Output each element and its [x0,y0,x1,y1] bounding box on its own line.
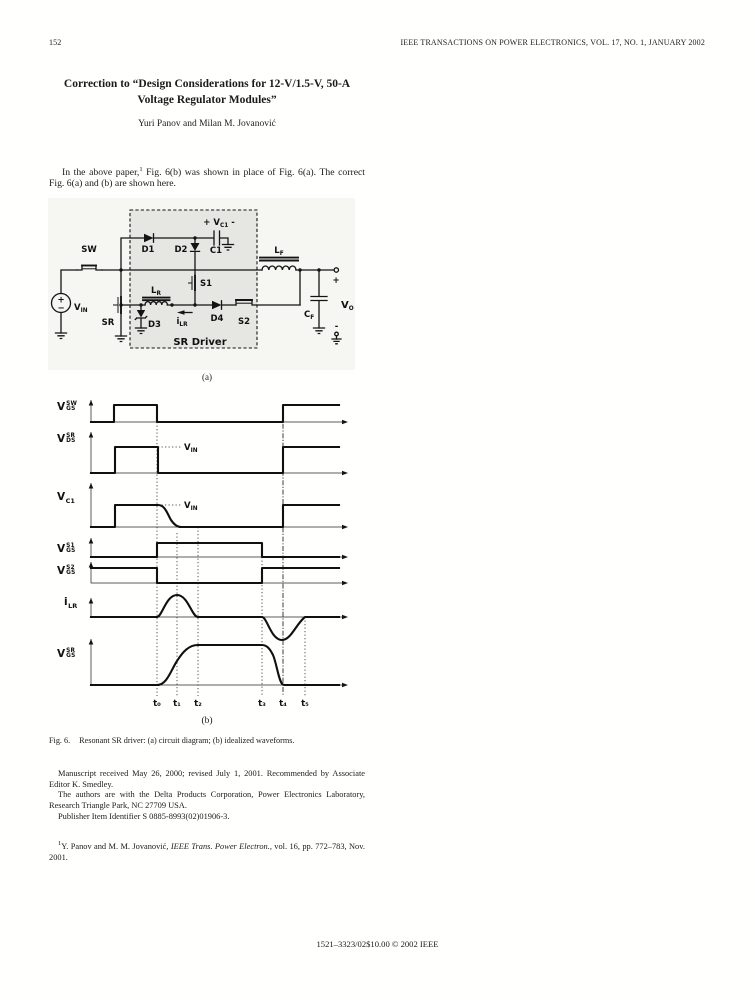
sr-driver-label: SR Driver [173,337,226,348]
figure-caption-label: Fig. 6. [49,736,71,745]
journal-header: IEEE TRANSACTIONS ON POWER ELECTRONICS, … [400,38,705,47]
sw-label: SW [81,245,97,255]
body-footnote-marker: 1 [139,165,143,173]
s2-label: S2 [238,317,250,327]
waveforms-svg: VIN VIN t₀ t₁ t₂ t₃ t₄ t₅ (b) [88,400,348,726]
reference-post: , vol. 16, pp. 772–783, Nov. 2001. [49,842,365,862]
time-label-t3: t₃ [258,699,266,709]
page-number: 152 [49,38,62,47]
first-footnote-block: Manuscript received May 26, 2000; revise… [49,769,365,823]
waveform-traces [89,403,341,687]
reference-pre: Y. Panov and M. M. Jovanović, [61,842,171,851]
lr-label: LR [151,286,161,297]
output-plus: + [332,276,339,286]
trace-vc1 [89,503,341,529]
source-minus: − [57,304,64,314]
figure-6a-circuit: SW SR + − VIN D1 D2 C1 + VC1 - S1 LR D3 … [48,198,355,370]
circuit-labels: SW SR + − VIN D1 D2 C1 + VC1 - S1 LR D3 … [57,218,353,348]
copyright-line: 1521–3323/02$10.00 © 2002 IEEE [316,939,439,949]
time-label-t4: t₄ [279,699,287,709]
d2-label: D2 [175,245,188,255]
figure-sublabel-b: (b) [201,715,212,726]
title-line-2: Voltage Regulator Modules” [137,94,277,106]
trace-vgs-s2 [89,566,341,585]
vin-ref-vds: VIN [184,443,198,454]
page-header: 152 IEEE TRANSACTIONS ON POWER ELECTRONI… [49,38,705,47]
figure-caption-text: Resonant SR driver: (a) circuit diagram;… [79,736,295,745]
trace-vgs-sw [89,403,341,424]
time-label-t0: t₀ [153,699,161,709]
waveform-annotations: VIN VIN t₀ t₁ t₂ t₃ t₄ t₅ (b) [153,443,309,726]
vo-label: VO [341,300,354,312]
reference-1: 1Y. Panov and M. M. Jovanović, IEEE Tran… [49,840,365,863]
body-paragraph: In the above paper,1 Fig. 6(b) was shown… [49,165,365,190]
c1-label: C1 [210,246,222,256]
reference-footnote: 1Y. Panov and M. M. Jovanović, IEEE Tran… [49,840,365,863]
figure-caption: Fig. 6. Resonant SR driver: (a) circuit d… [49,736,365,746]
footnote-identifier: Publisher Item Identifier S 0885-8993(02… [58,811,230,821]
d1-label: D1 [142,245,155,255]
time-label-t1: t₁ [173,699,181,709]
output-minus: - [335,322,339,332]
footnote-manuscript: Manuscript received May 26, 2000; revise… [49,769,365,789]
lf-label: LF [274,246,283,257]
reference-marker: 1 [58,840,62,847]
s1-label: S1 [200,279,212,289]
time-label-t5: t₅ [301,699,309,709]
trace-vds-sr [89,445,341,475]
cf-label: CF [304,310,314,321]
trace-ilr [89,593,341,642]
d4-label: D4 [211,314,224,324]
source-plus: + [57,296,64,306]
body-pre: In the above paper, [62,166,140,178]
ilr-label: iLR [176,317,188,328]
circuit-diagram-svg: SW SR + − VIN D1 D2 C1 + VC1 - S1 LR D3 … [48,198,355,370]
vin-label: VIN [74,303,88,314]
article-title: Correction to “Design Considerations for… [49,76,365,108]
vc1-label: + VC1 - [203,218,235,229]
body-post: Fig. 6(b) was shown in place of Fig. 6(a… [49,166,365,190]
trace-vgs-sr [89,643,341,687]
d3-label: D3 [148,320,161,330]
circuit-wires [50,230,342,345]
trace-vgs-s1 [89,541,341,559]
time-label-t2: t₂ [194,699,202,709]
sr-driver-box [129,209,258,349]
vin-ref-vc1: VIN [184,501,198,512]
sr-label: SR [102,318,115,328]
reference-journal: IEEE Trans. Power Electron. [170,842,270,851]
figure-sublabel-a: (a) [202,372,212,382]
footnote-affiliation: The authors are with the Delta Products … [49,790,365,811]
junction-dots [119,236,321,307]
title-line-1: Correction to “Design Considerations for… [63,78,351,90]
authors: Yuri Panov and Milan M. Jovanović [138,119,276,129]
